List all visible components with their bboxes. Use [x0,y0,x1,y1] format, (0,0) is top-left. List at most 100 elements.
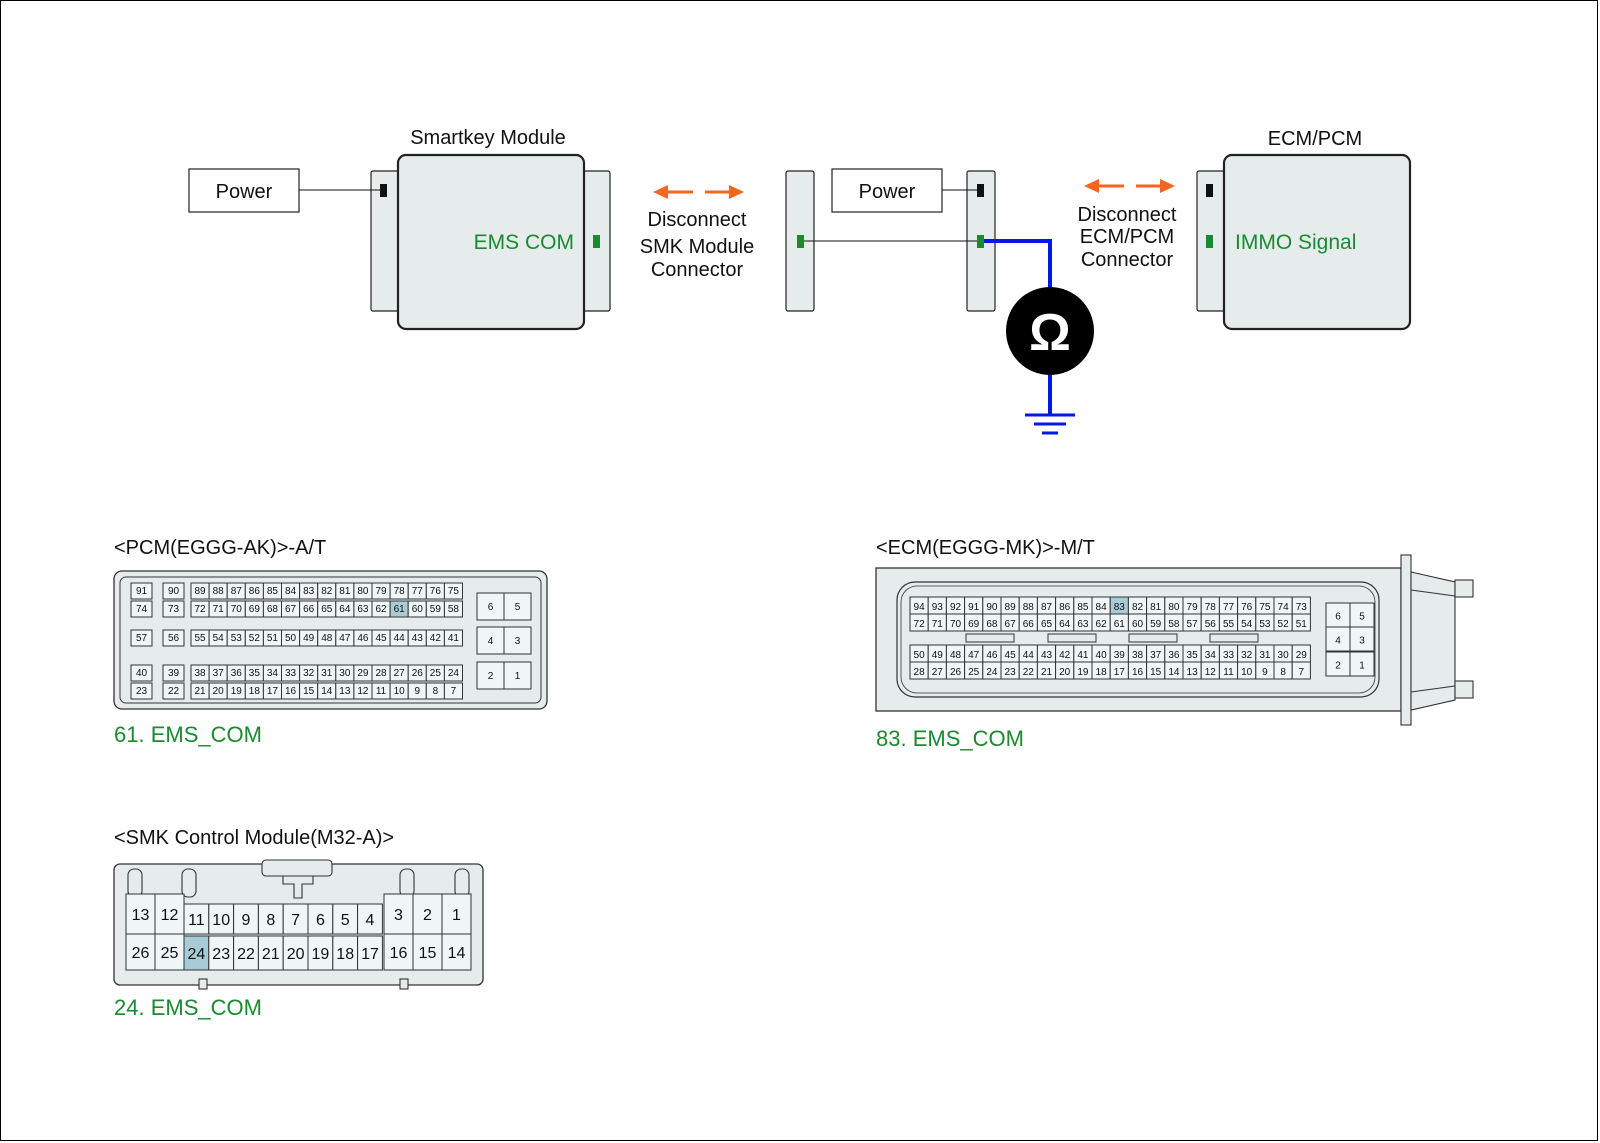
connector-pin-10: 10 [1237,661,1257,680]
connector-pin-9: 9 [407,682,427,700]
connector-pin-83: 83 [1109,596,1129,615]
ecm-pin-label: IMMO Signal [1235,231,1356,254]
pin-number: 5 [341,912,350,929]
pin-number: 84 [1096,602,1108,613]
pin-number: 76 [430,586,442,597]
pcm-caption: 61. EMS_COM [114,722,262,747]
connector-pin-66: 66 [1018,613,1038,632]
connector-pin-41: 41 [1073,644,1093,663]
pin-number: 69 [968,619,980,630]
pin-number: 48 [950,650,962,661]
pin-number: 51 [267,633,279,644]
connector-pin-51: 51 [1291,613,1311,632]
pin-number: 25 [968,667,980,678]
mid-left-pin [797,235,804,248]
pin-number: 54 [213,633,225,644]
connector-pin-38: 38 [1127,644,1148,663]
pin-number: 32 [1241,650,1253,661]
connector-pin-11: 11 [1218,661,1239,680]
connector-pin-62: 62 [371,600,391,618]
connector-pin-15: 15 [412,933,443,971]
connector-pin-31: 31 [317,664,337,682]
connector-pin-23: 23 [130,682,153,700]
connector-pin-84: 84 [1091,596,1111,615]
pin-number: 36 [231,668,243,679]
connector-pin-84: 84 [281,582,301,600]
ohm-symbol: Ω [1029,304,1071,362]
connector-pin-40: 40 [1091,644,1111,663]
connector-pin-86: 86 [1055,596,1075,615]
pin-number: 49 [303,633,315,644]
connector-pin-14: 14 [317,682,337,700]
connector-pin-76: 76 [425,582,445,600]
pin-number: 33 [1223,650,1235,661]
pin-number: 70 [950,619,962,630]
connector-pin-41: 41 [443,629,463,647]
pin-number: 69 [249,604,261,615]
pin-number: 91 [968,602,980,613]
pin-number: 62 [375,604,387,615]
connector-pin-36: 36 [226,664,246,682]
pin-number: 12 [1205,667,1217,678]
connector-pin-13: 13 [335,682,355,700]
pin-number: 77 [412,586,424,597]
pin-number: 44 [394,633,406,644]
pin-number: 4 [366,912,375,929]
pin-number: 42 [1059,650,1071,661]
pin-number: 55 [194,633,206,644]
connector-pin-43: 43 [1036,644,1057,663]
connector-pin-77: 77 [1218,596,1239,615]
connector-pin-92: 92 [945,596,966,615]
disconnect-ecm-line1: Disconnect [1078,204,1177,226]
connector-pin-49: 49 [927,644,947,663]
connector-pin-4: 4 [357,903,383,935]
pin-number: 27 [932,667,944,678]
connector-pin-55: 55 [1218,613,1239,632]
connector-pin-27: 27 [927,661,947,680]
connector-pin-35: 35 [244,664,264,682]
ecm-title: ECM/PCM [1268,128,1362,150]
connector-pin-63: 63 [1073,613,1093,632]
power-box-mid [831,168,943,213]
pin-number: 61 [394,604,406,615]
connector-pin-4: 4 [476,626,505,655]
connector-pin-11: 11 [371,682,391,700]
connector-pin-20: 20 [1055,661,1075,680]
connector-pin-34: 34 [1200,644,1220,663]
smk-connector-latches [127,859,470,990]
pin-number: 82 [1132,602,1144,613]
connector-pin-7: 7 [282,903,309,935]
connector-pin-75: 75 [1255,596,1275,615]
connector-pin-47: 47 [335,629,355,647]
connector-pin-7: 7 [1291,661,1311,680]
pin-number: 80 [357,586,369,597]
connector-pin-20: 20 [208,682,228,700]
pin-number: 67 [285,604,297,615]
connector-pin-74: 74 [1273,596,1293,615]
connector-pin-69: 69 [964,613,984,632]
pin-number: 11 [1223,667,1234,678]
connector-pin-22: 22 [162,682,185,700]
pin-number: 50 [914,650,926,661]
connector-pin-21: 21 [257,935,284,971]
pin-number: 52 [249,633,261,644]
connector-pin-73: 73 [1291,596,1311,615]
connector-pin-1: 1 [1349,651,1375,677]
meter-lead [984,239,1052,295]
connector-pin-33: 33 [281,664,301,682]
pin-number: 49 [932,650,944,661]
connector-pin-65: 65 [1036,613,1057,632]
pin-number: 33 [285,668,297,679]
pin-number: 30 [1278,650,1290,661]
pin-number: 79 [375,586,387,597]
connector-pin-74: 74 [130,600,153,618]
pin-number: 68 [267,604,279,615]
connector-pin-64: 64 [335,600,355,618]
disconnect-smk-line2: SMK Module [640,236,755,258]
pin-number: 62 [1096,619,1108,630]
connector-pin-85: 85 [1073,596,1093,615]
pin-number: 13 [1187,667,1199,678]
pin-number: 80 [1168,602,1180,613]
